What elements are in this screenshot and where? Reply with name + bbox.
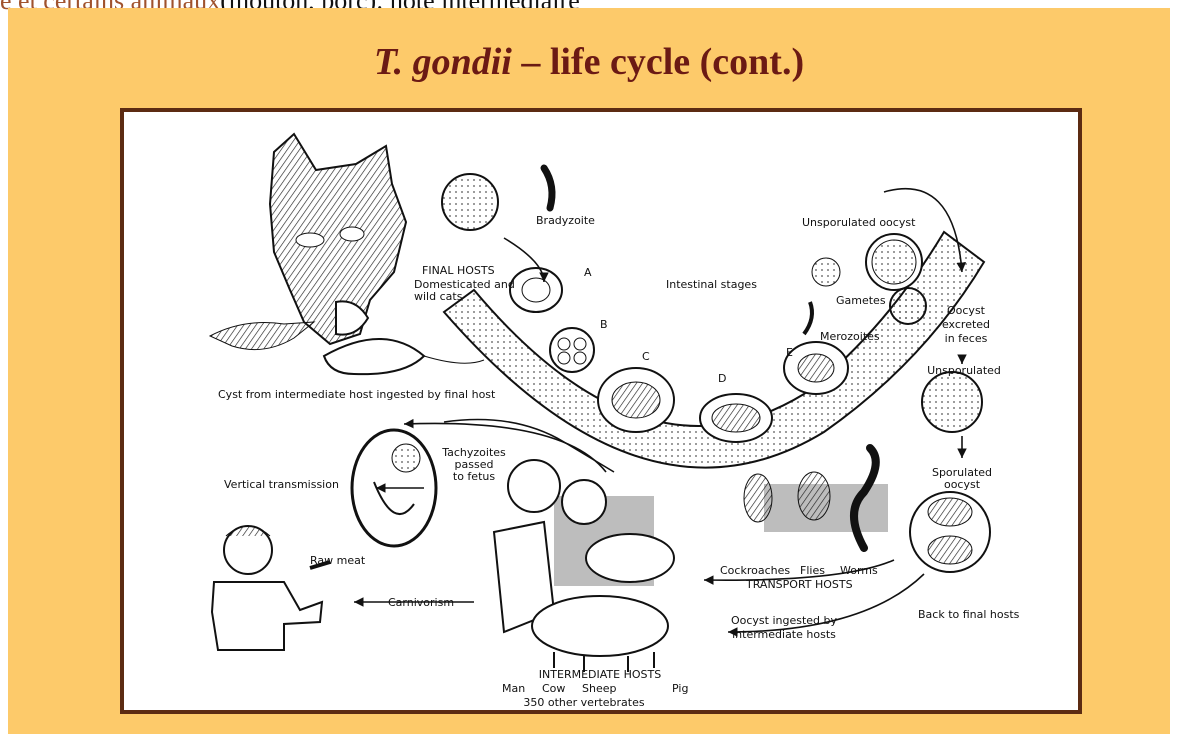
label-oocyst-excreted-3: in feces bbox=[945, 332, 988, 345]
title-organism: T. gondii bbox=[374, 41, 512, 83]
unsporulated-oocyst bbox=[922, 372, 982, 432]
label-pig: Pig bbox=[672, 682, 688, 695]
label-worms: Worms bbox=[840, 564, 878, 577]
slide: T. gondii – life cycle (cont.) bbox=[8, 8, 1170, 734]
label-man: Man bbox=[502, 682, 525, 695]
transport-hosts-drawing bbox=[744, 448, 888, 548]
child-drawing bbox=[212, 526, 330, 650]
label-raw-meat: Raw meat bbox=[310, 554, 366, 567]
label-vertical-transmission: Vertical transmission bbox=[224, 478, 339, 491]
label-other-vertebrates: 350 other vertebrates bbox=[523, 696, 645, 709]
sporulated-oocyst bbox=[910, 492, 990, 572]
label-stage-d: D bbox=[718, 372, 726, 385]
label-cyst-ingested: Cyst from intermediate host ingested by … bbox=[218, 388, 496, 401]
label-carnivorism: Carnivorism bbox=[388, 596, 454, 609]
label-intermediate-hosts: INTERMEDIATE HOSTS bbox=[539, 668, 661, 681]
label-tachyzoites-3: to fetus bbox=[453, 470, 495, 483]
label-stage-c: C bbox=[642, 350, 650, 363]
label-oocyst-excreted-1: Oocyst bbox=[947, 304, 986, 317]
label-stage-a: A bbox=[584, 266, 592, 279]
label-stage-b: B bbox=[600, 318, 608, 331]
label-unsporulated: Unsporulated bbox=[927, 364, 1001, 377]
label-final-hosts-desc2: wild cats bbox=[414, 290, 463, 303]
label-bradyzoite: Bradyzoite bbox=[536, 214, 595, 227]
label-merozoites: Merozoites bbox=[820, 330, 880, 343]
label-intestinal-stages: Intestinal stages bbox=[666, 278, 757, 291]
intermediate-hosts-drawing bbox=[494, 460, 674, 672]
life-cycle-figure: Bradyzoite FINAL HOSTS Domesticated and … bbox=[120, 108, 1082, 714]
label-cockroaches: Cockroaches bbox=[720, 564, 790, 577]
slide-title: T. gondii – life cycle (cont.) bbox=[8, 40, 1170, 84]
title-rest: – life cycle (cont.) bbox=[512, 41, 804, 83]
label-oocyst-ingested-1: Oocyst ingested by bbox=[731, 614, 838, 627]
cat-drawing bbox=[270, 134, 406, 344]
label-sporulated-2: oocyst bbox=[944, 478, 981, 491]
bradyzoite-shape bbox=[544, 168, 552, 208]
label-stage-e: E bbox=[786, 346, 793, 359]
label-unsporulated-oocyst: Unsporulated oocyst bbox=[802, 216, 916, 229]
label-oocyst-excreted-2: excreted bbox=[942, 318, 990, 331]
label-flies: Flies bbox=[800, 564, 825, 577]
label-transport-hosts: TRANSPORT HOSTS bbox=[745, 578, 853, 591]
label-final-hosts: FINAL HOSTS bbox=[422, 264, 495, 277]
label-back-to-final: Back to final hosts bbox=[918, 608, 1020, 621]
label-cow: Cow bbox=[542, 682, 565, 695]
label-oocyst-ingested-2: intermediate hosts bbox=[732, 628, 836, 641]
life-cycle-diagram: Bradyzoite FINAL HOSTS Domesticated and … bbox=[124, 112, 1078, 710]
label-sheep: Sheep bbox=[582, 682, 616, 695]
tissue-cyst bbox=[442, 174, 498, 230]
label-gametes: Gametes bbox=[836, 294, 886, 307]
